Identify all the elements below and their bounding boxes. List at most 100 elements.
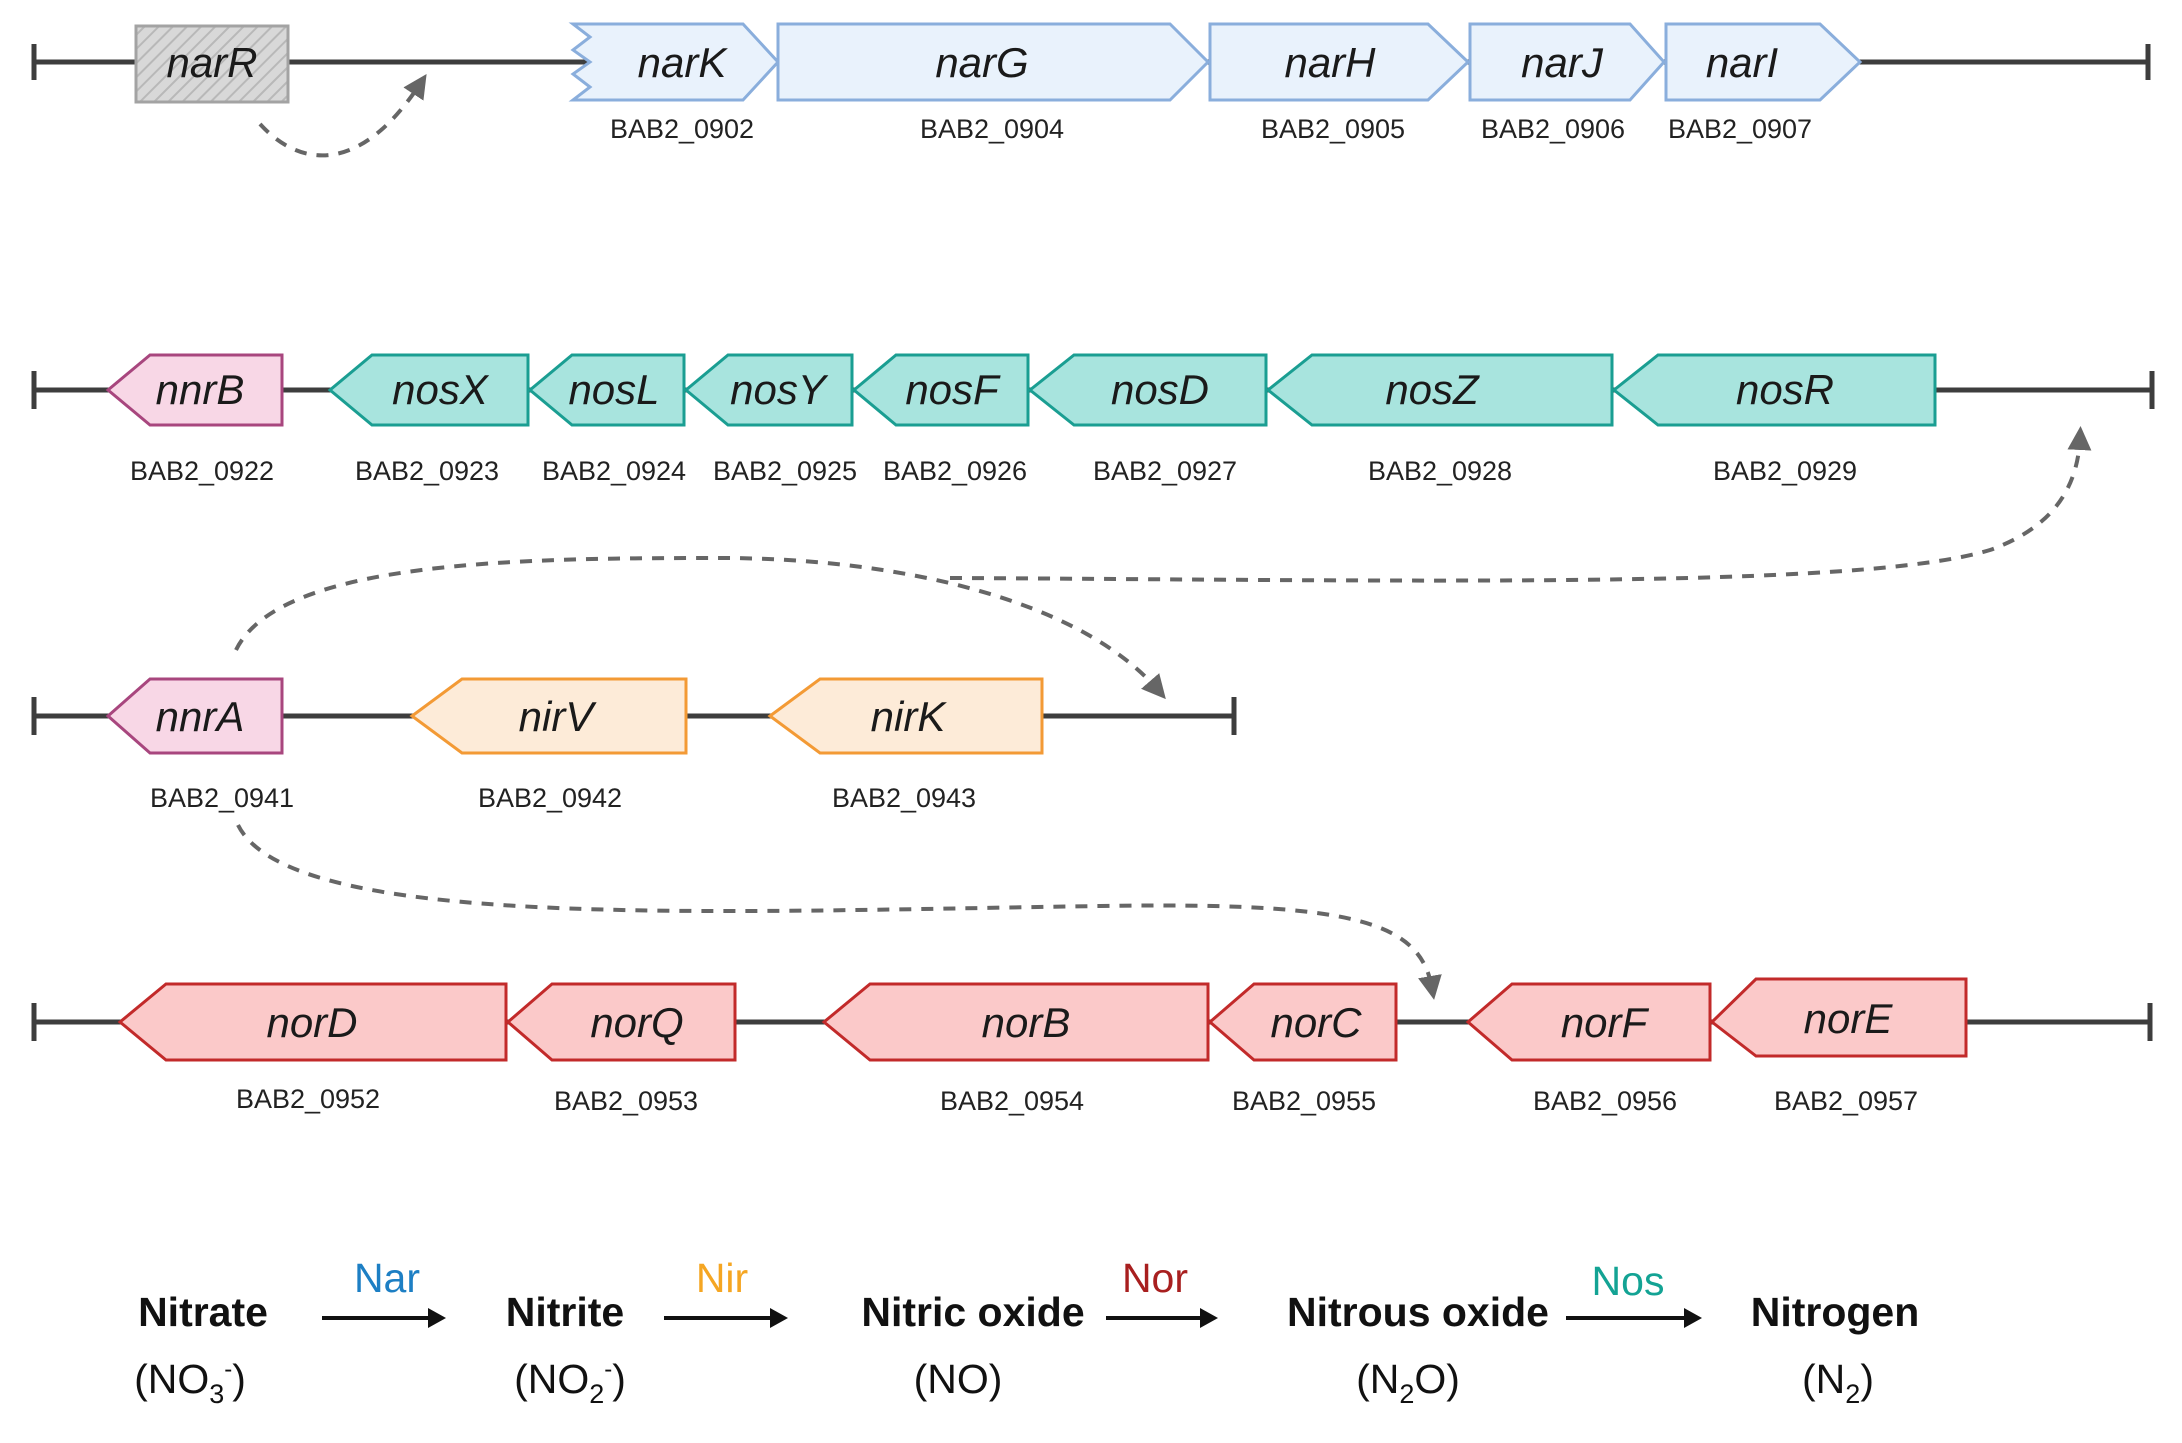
regulation-arrow-nnrA-to-nosR xyxy=(949,426,2092,583)
gene-nirK-shape xyxy=(767,677,1044,755)
gene-norQ: norQ BAB2_0953 xyxy=(505,982,737,1116)
compound-nitrate: Nitrate (NO3-) xyxy=(134,1289,268,1409)
compound-formula: (N2) xyxy=(1802,1356,1874,1409)
gene-label: narG xyxy=(935,39,1028,86)
compound-nitric-oxide: Nitric oxide (NO) xyxy=(861,1289,1084,1402)
locus-label: BAB2_0902 xyxy=(610,114,754,144)
gene-label: norQ xyxy=(590,999,683,1046)
reaction-arrow-nir: Nir xyxy=(664,1255,788,1328)
gene-narH: narH BAB2_0905 xyxy=(1208,22,1471,144)
compound-nitrous-oxide: Nitrous oxide (N2O) xyxy=(1287,1289,1549,1409)
gene-norQ-shape xyxy=(505,982,737,1062)
gene-norE: norE BAB2_0957 xyxy=(1709,977,1968,1116)
gene-narJ-shape xyxy=(1468,22,1667,102)
locus-label: BAB2_0955 xyxy=(1232,1086,1376,1116)
gene-label: nnrA xyxy=(156,693,245,740)
compound-formula: (NO3-) xyxy=(134,1356,246,1409)
gene-nosR-shape xyxy=(1611,353,1937,427)
compound-name: Nitrogen xyxy=(1751,1289,1920,1335)
gene-nosZ: nosZ BAB2_0928 xyxy=(1265,353,1614,486)
locus-label: BAB2_0952 xyxy=(236,1084,380,1114)
gene-label: norE xyxy=(1804,995,1894,1042)
gene-label: nirV xyxy=(519,693,598,740)
regulation-arrow-nnrA-to-norC xyxy=(236,824,1442,1000)
regulation-arrow-narR-to-narK xyxy=(258,73,427,158)
gene-label: nnrB xyxy=(156,366,245,413)
locus-label: BAB2_0923 xyxy=(355,456,499,486)
gene-norE-shape xyxy=(1709,977,1968,1058)
enzyme-label-nos: Nos xyxy=(1592,1258,1665,1304)
enzyme-label-nar: Nar xyxy=(354,1255,420,1301)
gene-nirV: nirV BAB2_0942 xyxy=(409,677,688,813)
gene-nnrA-shape xyxy=(105,677,284,755)
gene-narG: narG BAB2_0904 xyxy=(776,22,1211,144)
gene-norD: norD BAB2_0952 xyxy=(117,982,508,1114)
locus-label: BAB2_0942 xyxy=(478,783,622,813)
gene-narI: narI BAB2_0907 xyxy=(1664,22,1863,144)
locus-label: BAB2_0953 xyxy=(554,1086,698,1116)
gene-norC-shape xyxy=(1207,982,1398,1062)
gene-label: narJ xyxy=(1521,39,1604,86)
locus-label: BAB2_0929 xyxy=(1713,456,1857,486)
nar-cluster: narR narK BAB2_0902 narG BAB2_0904 narH … xyxy=(31,22,2151,158)
gene-nosR: nosR BAB2_0929 xyxy=(1611,353,1937,486)
gene-nosY: nosY BAB2_0925 xyxy=(683,353,857,486)
compound-formula: (N2O) xyxy=(1356,1356,1460,1409)
gene-label: norD xyxy=(266,999,357,1046)
gene-label: nosY xyxy=(730,366,829,413)
locus-label: BAB2_0925 xyxy=(713,456,857,486)
gene-label: nosD xyxy=(1111,366,1209,413)
locus-label: BAB2_0928 xyxy=(1368,456,1512,486)
reaction-arrow-nor: Nor xyxy=(1106,1255,1218,1328)
gene-nirV-shape xyxy=(409,677,688,755)
locus-label: BAB2_0954 xyxy=(940,1086,1084,1116)
locus-label: BAB2_0924 xyxy=(542,456,686,486)
locus-label: BAB2_0904 xyxy=(920,114,1064,144)
gene-nirK: nirK BAB2_0943 xyxy=(767,677,1044,813)
gene-label: narK xyxy=(638,39,729,86)
enzyme-label-nir: Nir xyxy=(696,1255,748,1301)
reaction-arrow-nos: Nos xyxy=(1566,1258,1702,1328)
gene-narK: narK BAB2_0902 xyxy=(568,22,781,144)
locus-label: BAB2_0907 xyxy=(1668,114,1812,144)
gene-label: nosR xyxy=(1736,366,1834,413)
gene-label: norB xyxy=(982,999,1071,1046)
compound-name: Nitrite xyxy=(506,1289,624,1335)
gene-label: nosF xyxy=(905,366,1001,413)
nos-cluster: nnrB BAB2_0922 nosX BAB2_0923 nosL BAB2_… xyxy=(31,353,2155,486)
gene-narG-shape xyxy=(776,22,1211,102)
gene-label: narR xyxy=(166,39,257,86)
gene-nosF: nosF BAB2_0926 xyxy=(851,353,1030,486)
gene-label: narH xyxy=(1284,39,1376,86)
gene-nnrB: nnrB BAB2_0922 xyxy=(105,353,284,486)
locus-label: BAB2_0922 xyxy=(130,456,274,486)
compound-nitrogen: Nitrogen (N2) xyxy=(1751,1289,1920,1409)
gene-nosD: nosD BAB2_0927 xyxy=(1027,353,1268,486)
gene-narR-shape xyxy=(134,24,290,104)
compound-name: Nitrate xyxy=(138,1289,268,1335)
reaction-arrow-nar: Nar xyxy=(322,1255,446,1328)
gene-norB: norB BAB2_0954 xyxy=(821,982,1210,1116)
gene-label: norF xyxy=(1561,999,1650,1046)
locus-label: BAB2_0943 xyxy=(832,783,976,813)
locus-label: BAB2_0927 xyxy=(1093,456,1237,486)
gene-narI-shape xyxy=(1664,22,1863,102)
gene-label: nosZ xyxy=(1385,366,1480,413)
regulation-arrow-nnrA-to-nirK xyxy=(234,555,1166,700)
locus-label: BAB2_0906 xyxy=(1481,114,1625,144)
compound-name: Nitrous oxide xyxy=(1287,1289,1549,1335)
gene-narH-shape xyxy=(1208,22,1471,102)
locus-label: BAB2_0957 xyxy=(1774,1086,1918,1116)
compound-nitrite: Nitrite (NO2-) xyxy=(506,1289,626,1409)
gene-nosL: nosL BAB2_0924 xyxy=(527,353,686,486)
gene-label: narI xyxy=(1706,39,1779,86)
gene-narJ: narJ BAB2_0906 xyxy=(1468,22,1667,144)
gene-label: norC xyxy=(1270,999,1362,1046)
gene-norF: norF BAB2_0956 xyxy=(1465,982,1712,1116)
enzyme-label-nor: Nor xyxy=(1122,1255,1188,1301)
gene-narK-shape xyxy=(568,22,781,102)
gene-label: nosX xyxy=(392,366,490,413)
compound-formula: (NO2-) xyxy=(514,1356,626,1409)
locus-label: BAB2_0956 xyxy=(1533,1086,1677,1116)
gene-norC: norC BAB2_0955 xyxy=(1207,982,1398,1116)
